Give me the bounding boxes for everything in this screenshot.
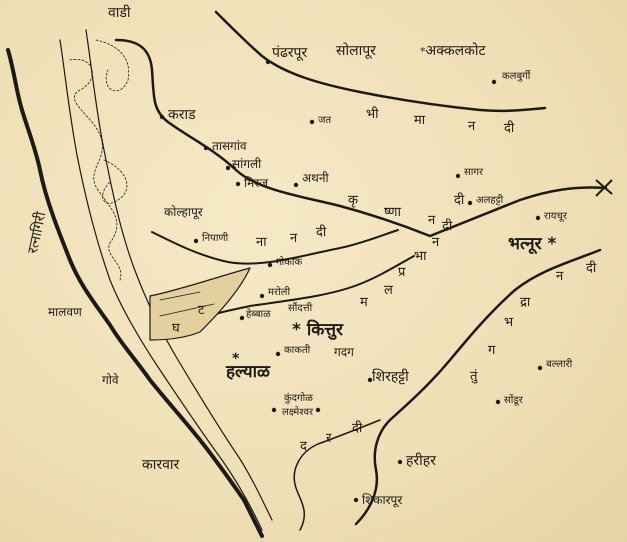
place-sonur: सोंडूर (504, 395, 523, 406)
river-bhima-3: न (468, 119, 476, 134)
place-pandharpur: पंढरपूर (272, 45, 308, 61)
shaded-tract (149, 267, 251, 341)
place-miraj: मिरज (244, 176, 269, 190)
river-bhima-2: मा (414, 113, 426, 128)
river-tungabhadra-5: न (556, 269, 564, 284)
place-kolhapur: कोल्हापूर (164, 205, 203, 219)
place-jat: जत (318, 115, 332, 126)
place-sagar: सागर (464, 167, 484, 178)
place-gadag: गदग (334, 345, 354, 359)
river-krishna-3: न (428, 213, 436, 228)
place-sangli: सांगली (232, 157, 262, 171)
place-kundgol: कुंदगोळ (284, 393, 313, 404)
river-ghat-2: न (290, 231, 298, 246)
region-mark-1: घ (172, 321, 180, 336)
place-athani: अथनी (302, 171, 329, 185)
river-ghat-1: ना (256, 235, 267, 250)
ghataprabha-river (151, 229, 399, 265)
place-gulbarga: कलबुर्गी (502, 71, 531, 82)
place-haliyal: *हल्याळ (226, 351, 270, 382)
place-shirhatti: शिरहट्टी (372, 369, 409, 385)
river-malaprabha-3: प्र (398, 265, 406, 280)
place-wadi: वाडी (108, 5, 131, 21)
place-kittur-text: कित्तुर (306, 320, 343, 340)
region-mark-2: ट (198, 303, 205, 318)
place-harihar: हरीहर (406, 453, 436, 469)
place-karwar: कारवार (142, 457, 180, 473)
place-lakshmeshwar: लक्ष्मेश्वर (282, 407, 314, 418)
river-tungabhadra-1: तुं (470, 369, 478, 384)
ghats-scribble (69, 58, 122, 281)
river-varada-3: दी (352, 421, 363, 436)
river-krishna-2: ष्णा (384, 205, 401, 220)
place-bhatnur-text: भत्नूर (508, 234, 542, 254)
place-saundatti: सौंदत्ती (288, 303, 313, 314)
river-krishna-4: दी (454, 193, 465, 208)
varada-river (293, 419, 381, 531)
ghats-line-west (59, 39, 263, 531)
place-nipani: निपाणी (202, 233, 229, 244)
place-malvan: मालवण (48, 305, 82, 319)
place-solapur: सोलापूर (336, 43, 376, 59)
river-bhima-4: दी (504, 121, 515, 136)
place-kittur: * कित्तुर (292, 320, 343, 340)
river-malaprabha-6: दी (442, 219, 453, 234)
place-karad: कराड (168, 107, 196, 123)
krishna-river (114, 38, 608, 238)
river-krishna-1: कृ (348, 193, 358, 208)
river-varada-1: द (300, 439, 307, 454)
river-ghat-3: दी (316, 225, 327, 240)
place-gokak: गोकाक (276, 257, 303, 268)
place-bellary: बल्लारी (546, 359, 573, 370)
place-murgod: मरोली (268, 287, 291, 298)
river-tungabhadra-3: भ (504, 315, 514, 330)
place-tasgaon: तासगांव (212, 139, 247, 153)
coastline (6, 48, 264, 538)
tungabhadra-river (354, 248, 602, 526)
river-tungabhadra-2: ग (488, 343, 496, 358)
place-goa: गोवे (102, 373, 119, 387)
river-varada-2: र (326, 431, 332, 446)
bhima-river (214, 10, 547, 113)
place-kakati: काकती (284, 345, 311, 356)
place-akkalkot: *अक्कलकोट (420, 43, 486, 59)
river-bhima-1: भी (366, 107, 379, 122)
river-tungabhadra-6: दी (586, 261, 597, 276)
place-raichur: रायचूर (544, 211, 567, 222)
place-shikarpur: शिकारपूर (362, 493, 403, 507)
river-malaprabha-2: ल (384, 283, 393, 298)
ghats-line-east (85, 29, 273, 521)
place-kalhatgi: अलहट्टी (476, 195, 504, 206)
river-malaprabha-5: न (432, 235, 440, 250)
river-malaprabha-4: भा (414, 249, 427, 264)
ghats-scribble-2 (95, 39, 130, 204)
place-hebbal: हेब्बाळ (246, 309, 271, 320)
river-malaprabha-1: म (360, 295, 368, 310)
place-haliyal-text: हल्याळ (226, 362, 270, 382)
place-akkalkot-text: अक्कलकोट (425, 43, 486, 59)
place-bhatnur: भत्नूर * (508, 234, 557, 254)
river-tungabhadra-4: द्रा (520, 295, 531, 310)
